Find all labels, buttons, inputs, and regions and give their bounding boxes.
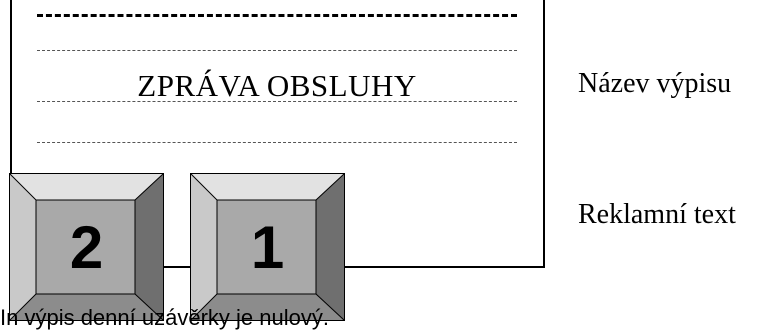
key-1-button[interactable]: 1	[190, 173, 345, 321]
receipt-separator	[37, 101, 517, 102]
key-bevel-icon	[9, 173, 164, 321]
key-2-button[interactable]: 2	[9, 173, 164, 321]
key-2-label: 2	[69, 213, 104, 281]
receipt-separator	[37, 142, 517, 143]
receipt-separator	[37, 50, 517, 51]
report-title: ZPRÁVA OBSLUHY	[137, 68, 417, 103]
key-bevel-icon	[190, 173, 345, 321]
report-name-label: Název výpisu	[578, 68, 732, 99]
receipt-top-separator	[37, 14, 517, 17]
footnote-text: In výpis denní uzávěrky je nulový.	[0, 305, 329, 330]
ad-text-label: Reklamní text	[578, 199, 736, 230]
key-1-label: 1	[250, 213, 285, 281]
